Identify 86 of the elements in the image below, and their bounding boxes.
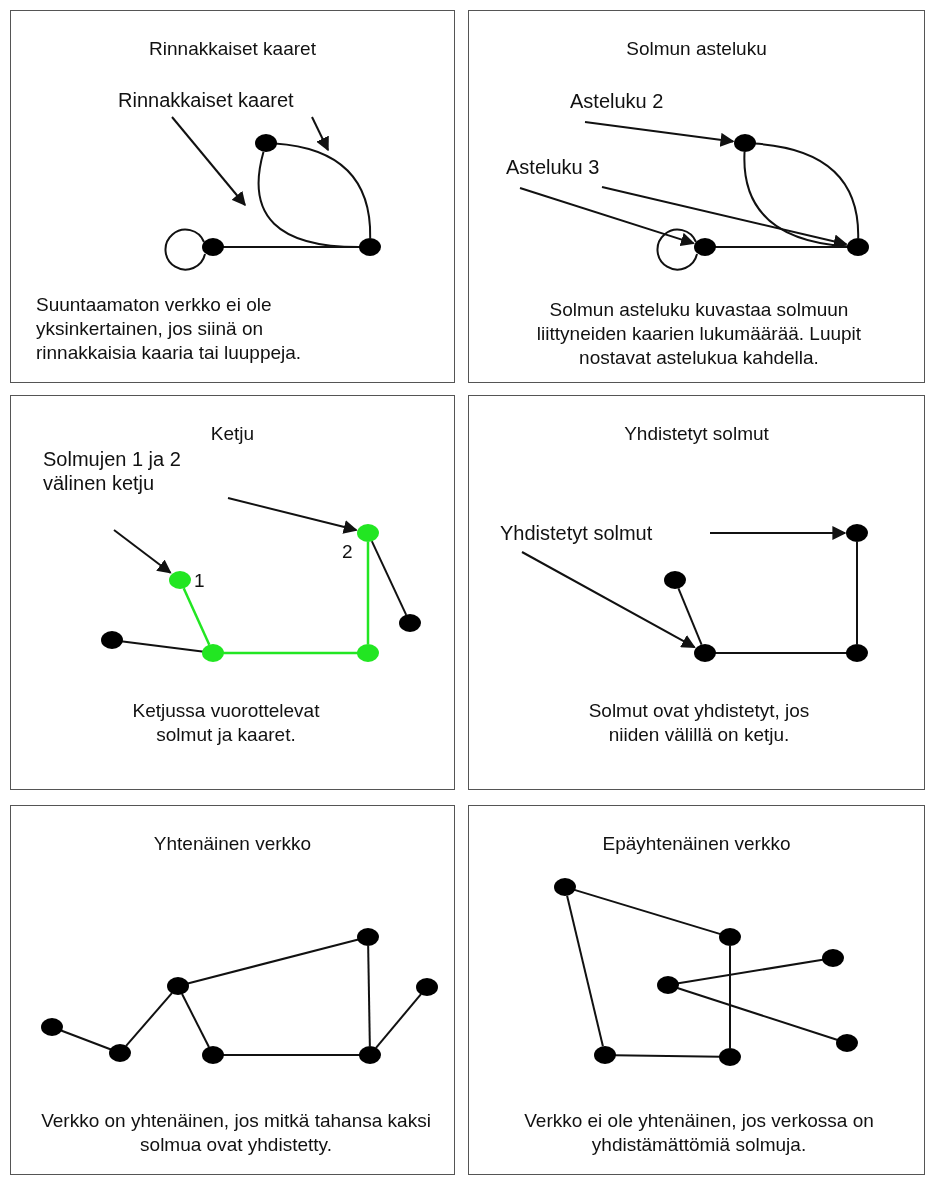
- graph-vertex: [846, 524, 868, 542]
- graph-vertex: [357, 644, 379, 662]
- graph-edge: [182, 587, 211, 646]
- graph-vertex: [357, 928, 379, 946]
- panel-description: Verkko on yhtenäinen, jos mitkä tahansa kaksi solmua ovat yhdistetty.: [41, 1109, 431, 1157]
- graph-edge: [713, 652, 849, 654]
- graph-vertex: [846, 644, 868, 662]
- graph-edge: [367, 945, 371, 1047]
- leader-arrow: [227, 497, 358, 534]
- graph-edge: [59, 1029, 113, 1051]
- panel-title: Solmun asteluku: [625, 38, 768, 60]
- graph-vertex: [822, 949, 844, 967]
- leader-arrow: [601, 186, 848, 249]
- leader-arrow: [113, 529, 172, 574]
- graph-vertex: [719, 928, 741, 946]
- graph-vertex: [359, 238, 381, 256]
- graph-edge: [374, 992, 423, 1050]
- vertex-number: 1: [194, 570, 205, 592]
- annotation-text: Solmujen 1 ja 2 välinen ketju: [43, 447, 223, 495]
- panel: [468, 395, 925, 790]
- graph-vertex: [169, 571, 191, 589]
- graph-vertex: [202, 1046, 224, 1064]
- annotation-text: Asteluku 3: [506, 155, 636, 179]
- leader-arrow: [709, 526, 847, 540]
- graph-vertex: [664, 571, 686, 589]
- annotation-text: Yhdistetyt solmut: [500, 521, 700, 545]
- graph-edge: [370, 540, 408, 616]
- graph-vertex: [719, 1048, 741, 1066]
- panel-title: Epäyhtenäinen verkko: [601, 833, 792, 855]
- panel-description: Suuntaamaton verkko ei ole yksinkertainen, jos siinä on rinnakkaisia kaaria tai luuppeja.: [36, 293, 303, 365]
- graph-edge: [729, 945, 731, 1049]
- panel-title: Yhtenäinen verkko: [152, 833, 313, 855]
- panel: [468, 10, 925, 383]
- graph-edge: [124, 991, 174, 1048]
- graph-vertex: [357, 524, 379, 542]
- graph-vertex: [202, 238, 224, 256]
- graph-vertex: [399, 614, 421, 632]
- panel-description: Solmun asteluku kuvastaa solmuun liittyneiden kaarien lukumäärää. Luupit nostavat astelukua kahdella.: [535, 298, 863, 370]
- panel: [10, 805, 455, 1175]
- graph-edge: [753, 142, 860, 239]
- graph-vertex: [657, 976, 679, 994]
- graph-vertex: [109, 1044, 131, 1062]
- graph-edge: [222, 651, 359, 655]
- graph-vertex: [167, 977, 189, 995]
- graph-edge: [221, 1054, 362, 1056]
- graph-edge: [613, 1054, 722, 1058]
- leader-arrow: [584, 121, 735, 147]
- graph-vertex: [101, 631, 123, 649]
- graph-vertex: [694, 238, 716, 256]
- graph-edge: [366, 542, 370, 644]
- graph-edge: [677, 587, 703, 646]
- graph-vertex: [594, 1046, 616, 1064]
- panel-description: Verkko ei ole yhtenäinen, jos verkossa on yhdistämättömiä solmuja.: [523, 1109, 875, 1157]
- graph-vertex: [202, 644, 224, 662]
- panel: [10, 395, 455, 790]
- vertex-number: 2: [342, 541, 353, 563]
- graph-vertex: [416, 978, 438, 996]
- graph-vertex: [255, 134, 277, 152]
- graph-vertex: [694, 644, 716, 662]
- graph-vertex: [554, 878, 576, 896]
- leader-arrow: [521, 551, 696, 649]
- graph-vertex: [359, 1046, 381, 1064]
- annotation-text: Rinnakkaiset kaaret: [118, 88, 318, 112]
- annotation-text: Asteluku 2: [570, 89, 700, 113]
- graph-vertex: [41, 1018, 63, 1036]
- graph-vertex: [847, 238, 869, 256]
- panel-title: Ketju: [209, 423, 256, 445]
- leader-arrow: [519, 187, 695, 247]
- panel-description: Ketjussa vuorottelevat solmut ja kaaret.: [131, 699, 321, 747]
- leader-arrow: [311, 116, 329, 152]
- panel: [468, 805, 925, 1175]
- panel-description: Solmut ovat yhdistetyt, jos niiden välillä on ketju.: [587, 699, 811, 747]
- graph-edge: [713, 246, 850, 248]
- panel-title: Yhdistetyt solmut: [623, 423, 770, 445]
- graph-edge: [743, 151, 850, 248]
- panel: [10, 10, 455, 383]
- graph-edge: [656, 228, 698, 271]
- graph-vertex: [734, 134, 756, 152]
- graph-vertex: [836, 1034, 858, 1052]
- graph-edge: [566, 894, 604, 1048]
- graph-edge: [181, 993, 210, 1048]
- graph-edge: [164, 228, 206, 271]
- graph-edge: [274, 142, 372, 239]
- graph-edge: [856, 541, 858, 645]
- leader-arrow: [171, 116, 246, 207]
- panel-title: Rinnakkaiset kaaret: [148, 38, 317, 60]
